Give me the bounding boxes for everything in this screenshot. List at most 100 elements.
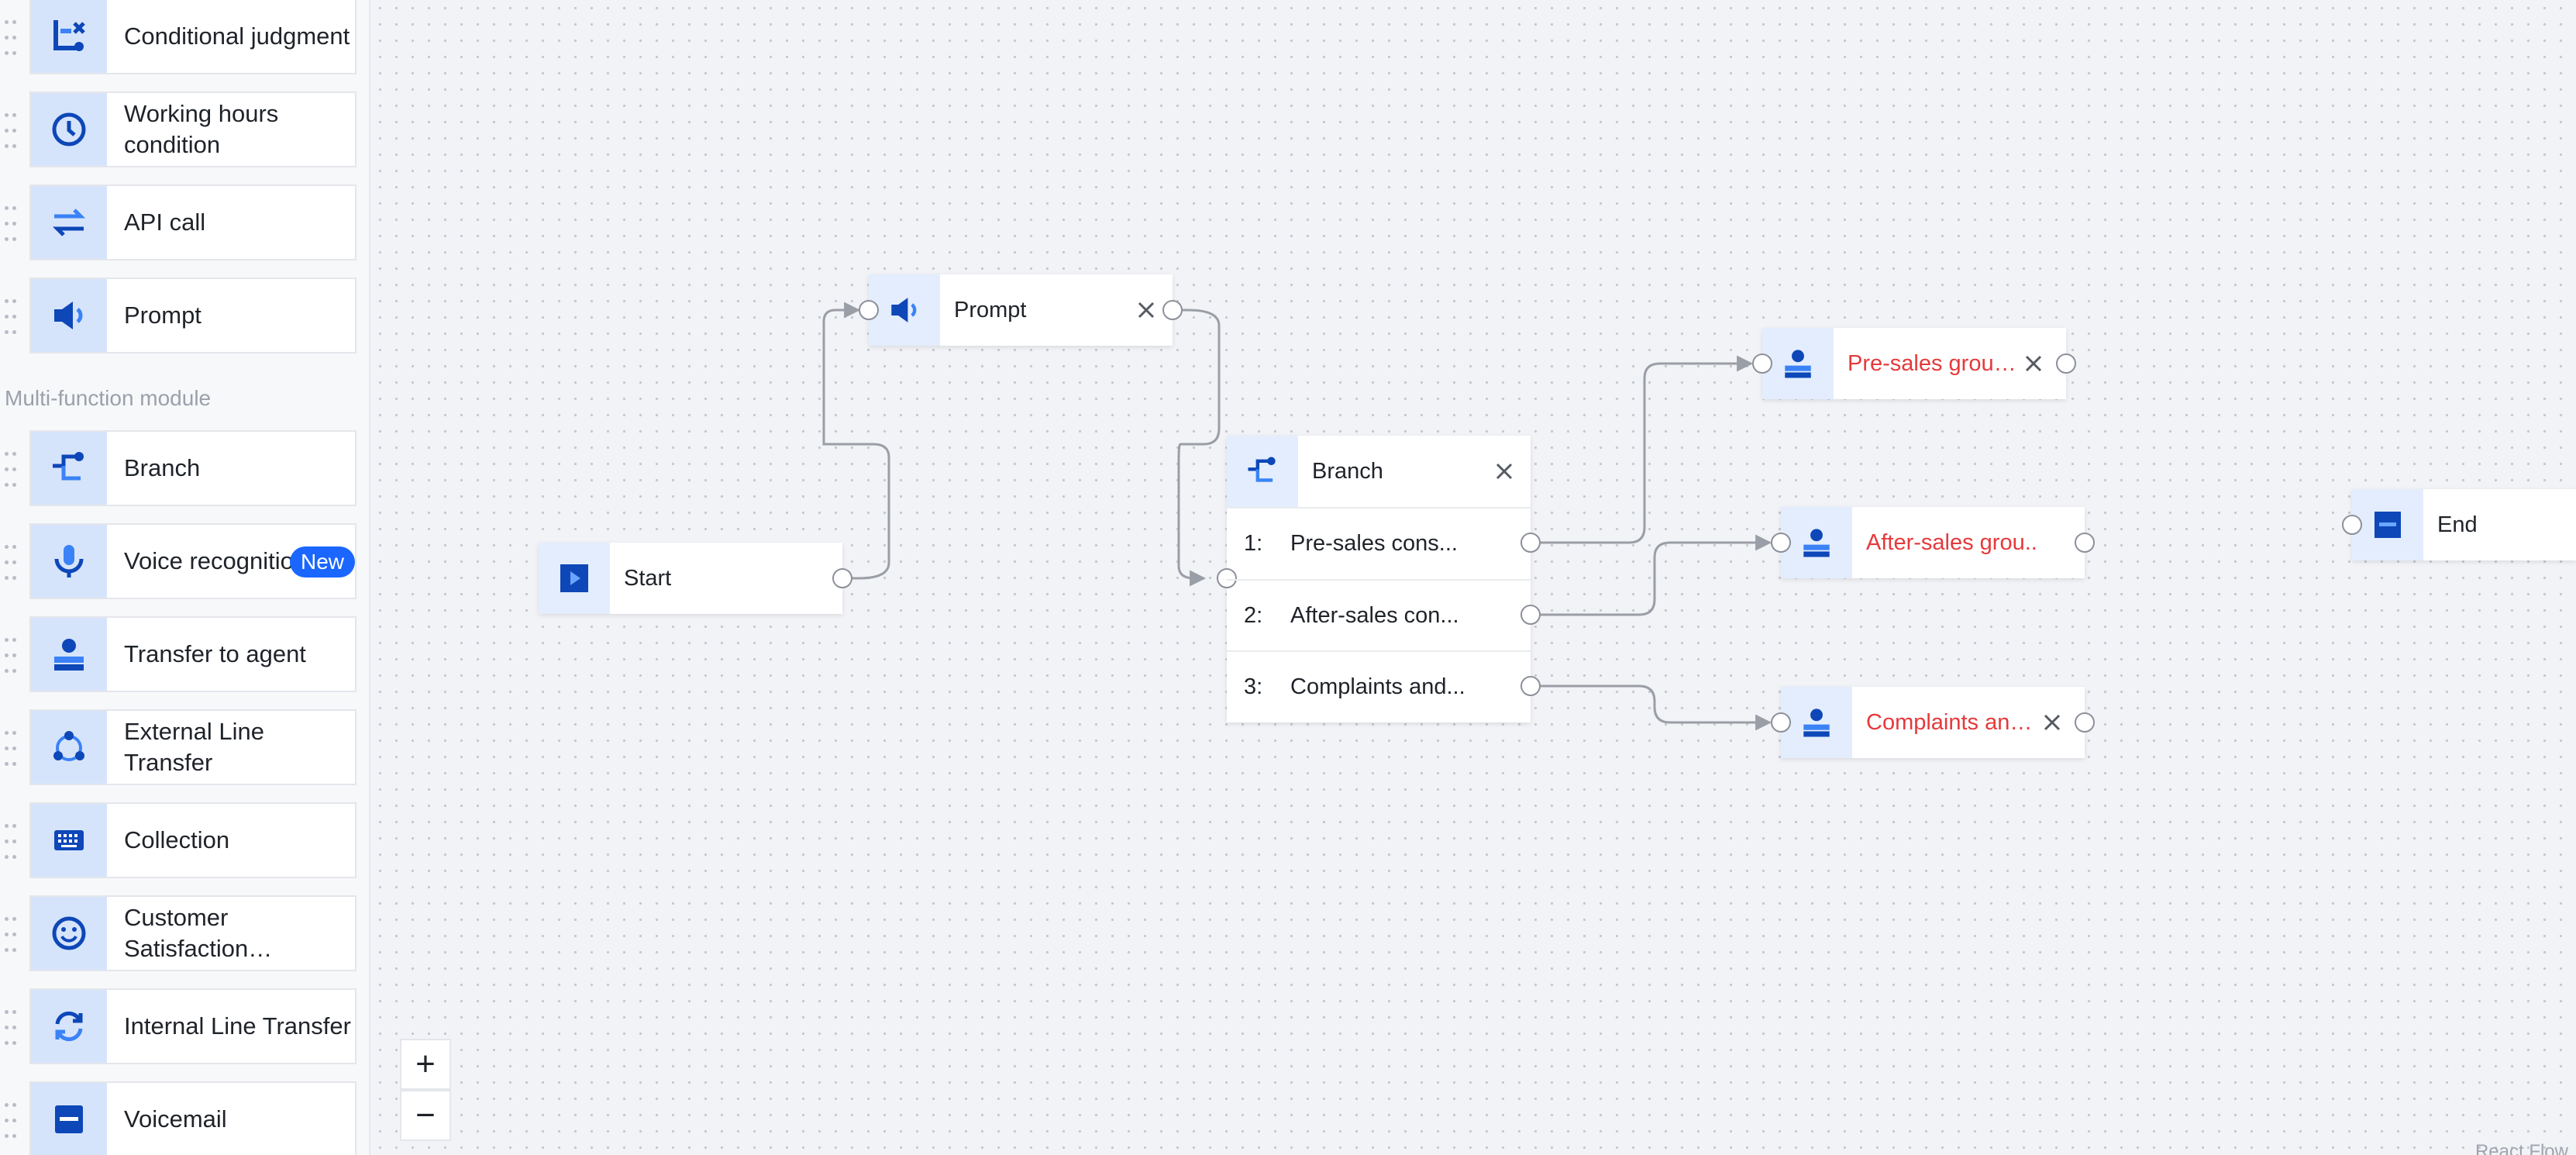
close-icon[interactable]	[1131, 295, 1162, 326]
external-transfer-icon	[31, 711, 107, 784]
input-port[interactable]	[1217, 568, 1237, 588]
branch-row[interactable]: 3: Complaints and...	[1227, 650, 1541, 722]
speaker-icon	[31, 279, 107, 352]
node-branch[interactable]: Branch 1: Pre-sales cons... 2: After-sal…	[1217, 436, 1541, 722]
module-customer-satisfaction[interactable]: Customer Satisfaction…	[5, 895, 356, 971]
module-conditional-judgment[interactable]: Conditional judgment	[5, 0, 356, 74]
module-label: External Line Transfer	[124, 718, 264, 776]
output-port[interactable]	[1520, 676, 1541, 696]
smiley-icon	[31, 897, 107, 970]
input-port[interactable]	[1752, 353, 1772, 374]
node-prompt[interactable]: Prompt	[859, 274, 1183, 346]
node-start[interactable]: Start	[539, 543, 852, 614]
edges-layer	[822, 302, 1772, 731]
drag-handle[interactable]	[5, 1010, 20, 1046]
drag-handle[interactable]	[5, 206, 20, 242]
node-title: After-sales grou..	[1866, 529, 2037, 555]
module-prompt[interactable]: Prompt	[5, 278, 356, 353]
react-flow-attribution[interactable]: React Flow	[2474, 1141, 2568, 1155]
zoom-out-button[interactable]: −	[400, 1090, 451, 1141]
agent-icon	[31, 618, 107, 691]
flow-canvas[interactable]: Start Prompt Branch 1: Pre-sales cons...	[372, 0, 2576, 1155]
module-label: Conditional judgment	[124, 22, 350, 50]
output-port[interactable]	[1520, 533, 1541, 553]
node-title: Pre-sales group..	[1848, 350, 2018, 376]
branch-row[interactable]: 1: Pre-sales cons...	[1227, 507, 1541, 578]
output-port[interactable]	[832, 568, 852, 588]
drag-handle[interactable]	[5, 638, 20, 674]
close-icon[interactable]	[1489, 456, 1520, 487]
module-label: Prompt	[124, 302, 201, 329]
module-label: Working hours condition	[124, 100, 279, 158]
module-label: Transfer to agent	[124, 640, 306, 667]
module-api-call[interactable]: API call	[5, 184, 356, 260]
drag-handle[interactable]	[5, 299, 20, 335]
drag-handle[interactable]	[5, 731, 20, 767]
keyboard-icon	[31, 804, 107, 877]
module-working-hours[interactable]: Working hours condition	[5, 91, 356, 167]
section-title: Multi-function module	[5, 386, 212, 410]
refresh-icon	[31, 990, 107, 1063]
module-label: Customer Satisfaction…	[124, 904, 273, 962]
node-presales-group[interactable]: Pre-sales group..	[1752, 328, 2076, 399]
node-title: Start	[624, 565, 672, 591]
node-end[interactable]: End	[2342, 489, 2576, 560]
drag-handle[interactable]	[5, 113, 20, 149]
input-port[interactable]	[2342, 515, 2362, 535]
end-icon	[2352, 489, 2423, 560]
drag-handle[interactable]	[5, 1103, 20, 1139]
output-port[interactable]	[2056, 353, 2076, 374]
output-port[interactable]	[1162, 300, 1183, 320]
agent-icon	[1781, 507, 1852, 578]
output-port[interactable]	[1520, 605, 1541, 625]
module-voicemail[interactable]: Voicemail	[5, 1081, 356, 1155]
module-label: API call	[124, 209, 206, 236]
module-collection[interactable]: Collection	[5, 802, 356, 878]
module-label: Voicemail	[124, 1105, 227, 1133]
branch-row-label: Pre-sales cons...	[1290, 530, 1458, 556]
branch-row-number: 1:	[1244, 530, 1263, 556]
drag-handle[interactable]	[5, 545, 20, 581]
play-icon	[539, 543, 610, 614]
node-complaints[interactable]: Complaints and ..	[1771, 687, 2095, 758]
edge-branch-presales	[1531, 355, 1754, 544]
edge-branch-complaints	[1531, 684, 1772, 731]
node-title: Complaints and ..	[1866, 709, 2037, 735]
branch-header: Branch	[1227, 436, 1531, 507]
module-external-line-transfer[interactable]: External Line Transfer	[5, 709, 356, 785]
node-title: Prompt	[954, 297, 1027, 322]
module-voice-recognition[interactable]: Voice recognition… New	[5, 523, 356, 599]
agent-icon	[1762, 328, 1834, 399]
agent-icon	[1781, 687, 1852, 758]
input-port[interactable]	[1771, 533, 1791, 553]
drag-handle[interactable]	[5, 824, 20, 860]
module-label: Internal Line Transfer	[124, 1012, 351, 1040]
close-icon[interactable]	[2037, 707, 2068, 738]
drag-handle[interactable]	[5, 917, 20, 953]
edge-prompt-branch	[1173, 309, 1221, 587]
output-port[interactable]	[2075, 712, 2095, 733]
node-title: Branch	[1312, 458, 1383, 484]
api-arrows-icon	[31, 186, 107, 259]
branch-row-number: 2:	[1244, 602, 1263, 628]
zoom-in-button[interactable]: +	[400, 1039, 451, 1090]
edge-start-prompt	[822, 302, 890, 580]
node-aftersales-group[interactable]: After-sales grou..	[1771, 507, 2095, 578]
branch-row[interactable]: 2: After-sales con...	[1227, 579, 1541, 650]
voicemail-icon	[31, 1083, 107, 1155]
module-transfer-to-agent[interactable]: Transfer to agent	[5, 616, 356, 692]
node-title: End	[2437, 512, 2478, 537]
module-branch[interactable]: Branch	[5, 430, 356, 506]
output-port[interactable]	[2075, 533, 2095, 553]
drag-handle[interactable]	[5, 452, 20, 488]
module-internal-line-transfer[interactable]: Internal Line Transfer	[5, 988, 356, 1064]
input-port[interactable]	[1771, 712, 1791, 733]
drag-handle[interactable]	[5, 20, 20, 56]
zoom-out-label: −	[415, 1096, 436, 1134]
branch-row-label: Complaints and...	[1290, 674, 1465, 699]
module-label: Branch	[124, 454, 201, 481]
input-port[interactable]	[859, 300, 879, 320]
speaker-icon	[869, 274, 940, 346]
module-sidebar: Conditional judgment Working hours condi…	[0, 0, 370, 1155]
close-icon[interactable]	[2018, 348, 2049, 379]
